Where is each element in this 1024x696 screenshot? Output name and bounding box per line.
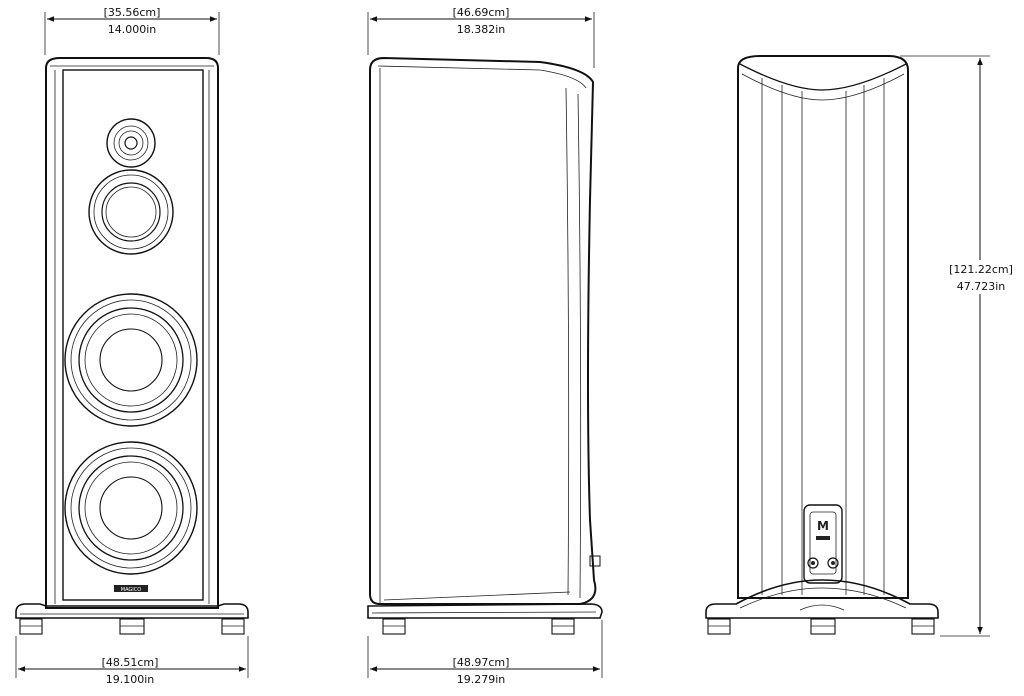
tweeter xyxy=(106,118,156,168)
rear-height-imperial: 47.723in xyxy=(957,280,1006,293)
front-base-width-metric: [48.51cm] xyxy=(102,656,159,669)
side-view: [46.69cm] 18.382in [48.97cm] xyxy=(367,6,603,686)
front-base-width-dimension: [48.51cm] 19.100in xyxy=(15,636,249,686)
rear-cabinet xyxy=(737,55,909,599)
woofer-upper xyxy=(64,293,198,427)
side-cabinet xyxy=(369,56,601,605)
side-depth-dimension: [46.69cm] 18.382in xyxy=(367,6,595,68)
rear-view: M [121.22cm] 47.723in xyxy=(705,55,1017,637)
midrange-driver xyxy=(88,169,174,255)
front-cabinet xyxy=(45,57,219,609)
rear-base xyxy=(705,579,939,635)
front-width-imperial: 14.000in xyxy=(108,23,157,36)
front-base-width-imperial: 19.100in xyxy=(106,673,155,686)
front-base xyxy=(15,603,249,635)
side-base-depth-metric: [48.97cm] xyxy=(453,656,510,669)
rear-height-dimension: [121.22cm] 47.723in xyxy=(900,55,1017,637)
rear-terminal-plate: M xyxy=(803,504,843,584)
front-logo-badge: MAGICO xyxy=(114,585,148,593)
side-base-depth-imperial: 19.279in xyxy=(457,673,506,686)
front-view: [35.56cm] 14.000in xyxy=(15,6,249,686)
svg-text:MAGICO: MAGICO xyxy=(121,587,141,593)
side-base-depth-dimension: [48.97cm] 19.279in xyxy=(367,620,603,686)
front-width-metric: [35.56cm] xyxy=(104,6,161,19)
rear-height-metric: [121.22cm] xyxy=(949,263,1013,276)
side-base xyxy=(367,603,603,635)
rear-logo: M xyxy=(817,519,829,533)
woofer-lower xyxy=(64,441,198,575)
front-width-dimension: [35.56cm] 14.000in xyxy=(44,6,220,55)
side-depth-metric: [46.69cm] xyxy=(453,6,510,19)
side-depth-imperial: 18.382in xyxy=(457,23,506,36)
